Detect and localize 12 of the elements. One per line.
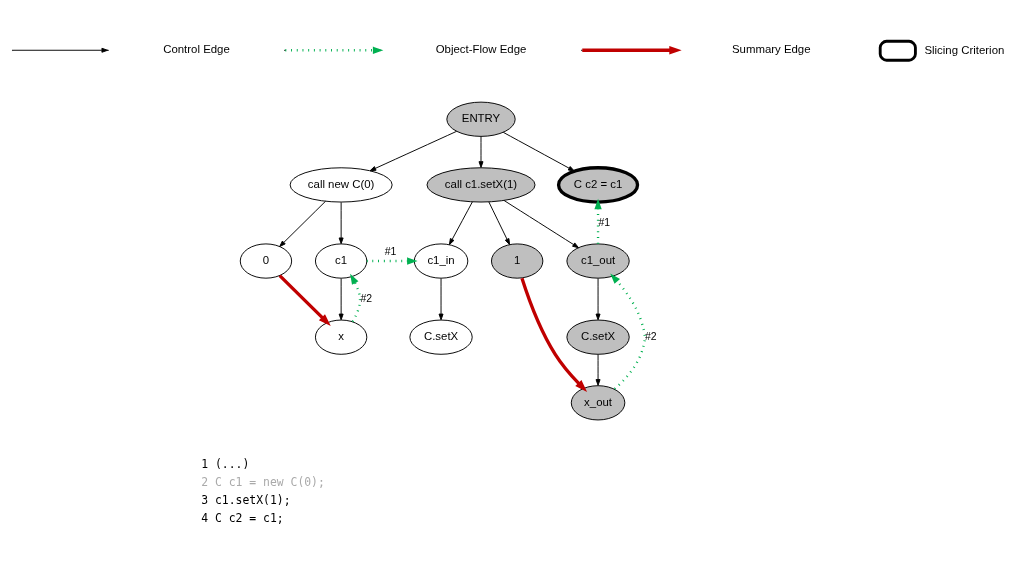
label: 4 C c2 = c1; — [201, 511, 284, 526]
label: 2 C c1 = new C(0); — [201, 475, 325, 490]
legend-label: Slicing Criterion — [924, 43, 1005, 56]
edge-label: #1 — [384, 246, 397, 258]
edge-label: #1 — [598, 216, 611, 228]
label: 3 c1.setX(1); — [201, 493, 291, 508]
edge-label: #2 — [645, 330, 657, 342]
legend-label: Summary Edge — [731, 43, 811, 56]
legend-label: Control Edge — [163, 43, 230, 56]
label: 1 (...) — [201, 457, 250, 472]
legend-label: Object-Flow Edge — [435, 43, 527, 56]
edge-label: #2 — [360, 292, 373, 304]
